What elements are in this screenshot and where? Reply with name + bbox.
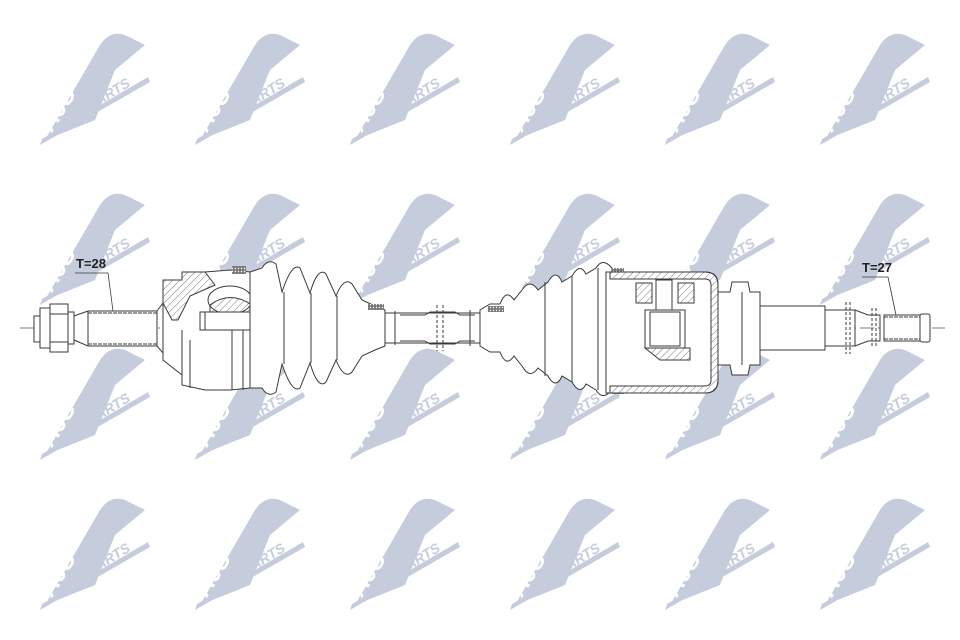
left-nut [33, 303, 75, 353]
left-spline-label: T=28 [76, 256, 106, 271]
right-spline-label: T=27 [862, 260, 892, 275]
